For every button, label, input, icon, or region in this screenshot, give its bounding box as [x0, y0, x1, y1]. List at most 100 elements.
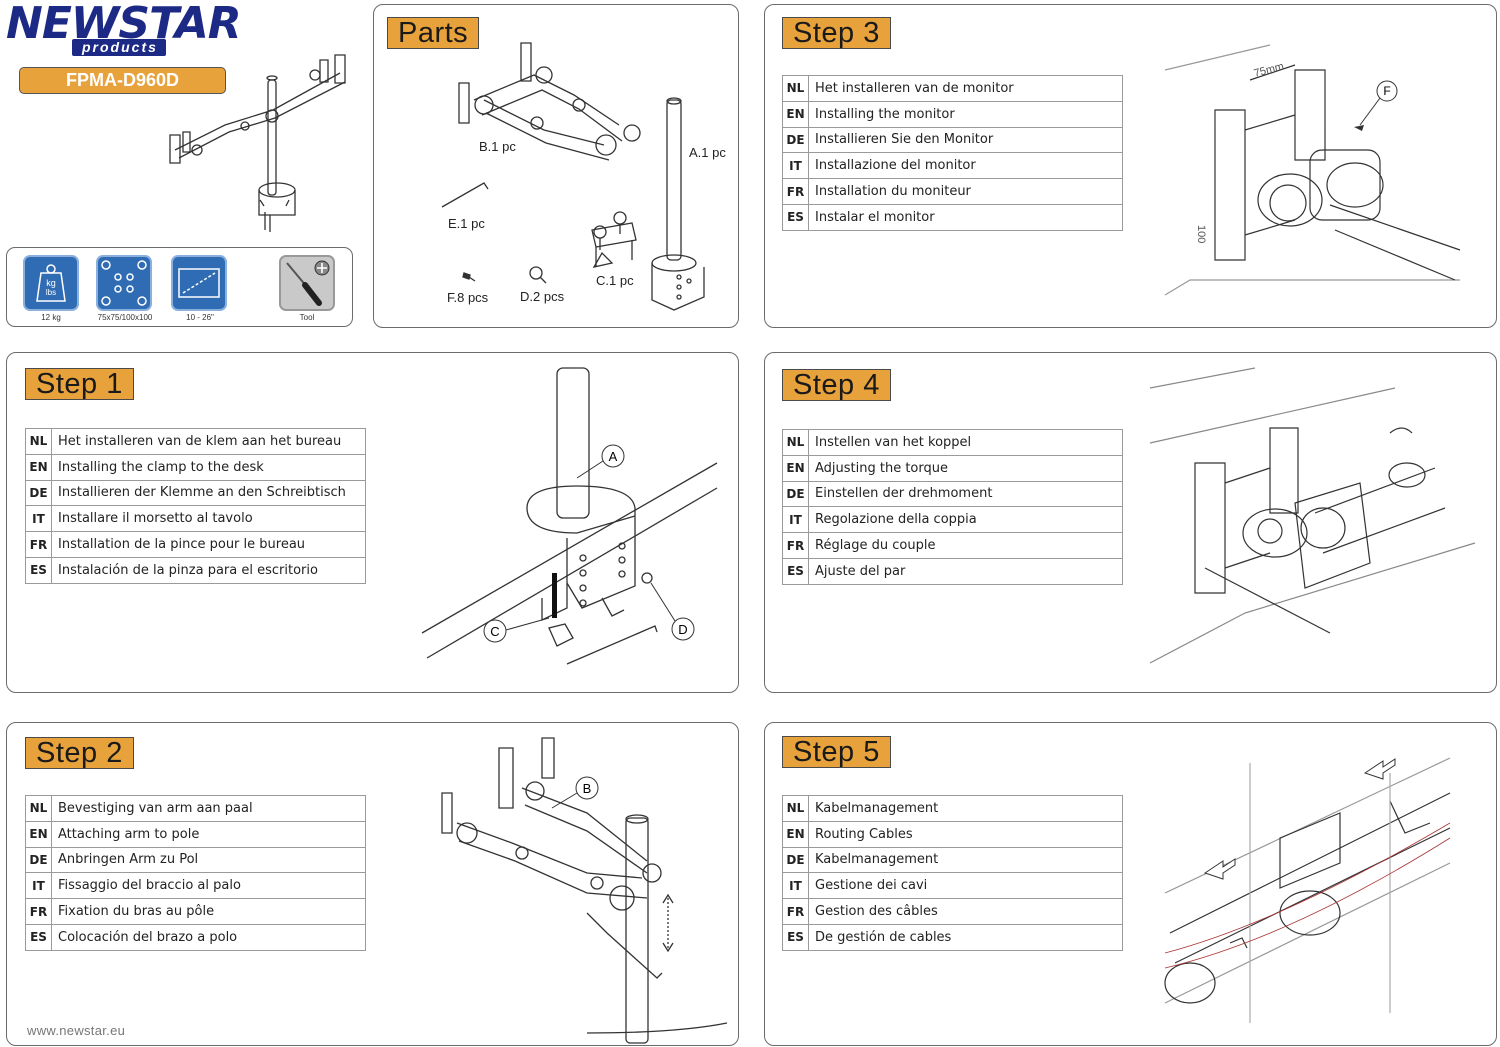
lang-code: FR	[25, 898, 52, 925]
instruction-text: Attaching arm to pole	[51, 820, 366, 848]
step-1-title: Step 1	[25, 368, 134, 400]
lang-code: FR	[25, 531, 52, 558]
step-2-title: Step 2	[25, 737, 134, 769]
lang-code: FR	[782, 898, 809, 925]
lang-code: ES	[782, 557, 809, 585]
lang-code: NL	[782, 429, 809, 456]
lang-code: EN	[782, 820, 809, 848]
lang-code: EN	[25, 820, 52, 848]
lang-code: FR	[782, 532, 809, 559]
lang-code: IT	[782, 506, 809, 534]
lang-code: NL	[782, 75, 809, 102]
callout-d: D	[678, 622, 687, 637]
dim-label-100: 100	[1195, 225, 1207, 243]
lang-code: FR	[782, 178, 809, 205]
instruction-text: Installieren Sie den Monitor	[808, 126, 1123, 154]
specifications-box: kg lbs 12 kg 75x75/100x100 10 - 26" Tool	[6, 247, 353, 327]
instruction-text: Installation de la pince pour le bureau	[51, 531, 366, 558]
parts-title: Parts	[387, 17, 480, 49]
step-2-illustration: B	[437, 733, 737, 1043]
callout-f: F	[1383, 84, 1390, 98]
lang-code: ES	[25, 556, 52, 584]
instruction-text: Het installeren van de monitor	[808, 75, 1123, 102]
part-label-d: D.2 pcs	[520, 289, 565, 304]
lang-code: IT	[25, 872, 52, 900]
lang-code: NL	[25, 795, 52, 822]
instruction-text: Kabelmanagement	[808, 846, 1123, 874]
lang-code: ES	[782, 923, 809, 951]
lang-code: NL	[782, 795, 809, 822]
vesa-pattern-icon	[96, 255, 152, 311]
instruction-text: Ajuste del par	[808, 557, 1123, 585]
part-label-e: E.1 pc	[448, 216, 485, 231]
parts-illustration	[374, 5, 739, 328]
step-4-illustration	[1145, 363, 1475, 683]
instruction-text: Regolazione della coppia	[808, 506, 1123, 534]
spec-vesa-label: 75x75/100x100	[97, 313, 153, 322]
logo-subtitle: products	[72, 39, 166, 56]
spec-screen-size-label: 10 - 26"	[186, 313, 214, 322]
lang-code: DE	[782, 846, 809, 874]
instruction-text: Het installeren van de klem aan het bure…	[51, 428, 366, 455]
instruction-text: Routing Cables	[808, 820, 1123, 848]
instruction-text: Installare il morsetto al tavolo	[51, 505, 366, 533]
lang-code: ES	[25, 923, 52, 951]
instruction-text: Réglage du couple	[808, 532, 1123, 559]
step-3-illustration: F 75mm 100	[1160, 35, 1460, 325]
instruction-text: Colocación del brazo a polo	[51, 923, 366, 951]
lang-code: DE	[782, 480, 809, 508]
instruction-text: Anbringen Arm zu Pol	[51, 846, 366, 874]
website-footer: www.newstar.eu	[27, 1023, 126, 1038]
instruction-text: Kabelmanagement	[808, 795, 1123, 822]
spec-weight-label: 12 kg	[41, 313, 61, 322]
dim-label-75mm: 75mm	[1253, 60, 1286, 80]
part-label-b: B.1 pc	[479, 139, 516, 154]
lang-code: IT	[782, 872, 809, 900]
lang-code: DE	[25, 479, 52, 507]
brand-logo: NEWSTAR products	[6, 0, 242, 58]
step-5-title: Step 5	[782, 736, 891, 768]
screwdriver-icon	[279, 255, 335, 311]
part-label-f: F.8 pcs	[447, 290, 489, 305]
svg-text:kg: kg	[46, 278, 56, 288]
lang-code: EN	[782, 454, 809, 482]
instruction-text: Instalar el monitor	[808, 203, 1123, 231]
step-3-title: Step 3	[782, 17, 891, 49]
instruction-text: Bevestiging van arm aan paal	[51, 795, 366, 822]
step-4-title: Step 4	[782, 369, 891, 401]
instruction-text: De gestión de cables	[808, 923, 1123, 951]
model-badge: FPMA-D960D	[19, 67, 226, 94]
instruction-text: Installing the clamp to the desk	[51, 453, 366, 481]
instruction-text: Installieren der Klemme an den Schreibti…	[51, 479, 366, 507]
product-overview-illustration	[165, 40, 365, 240]
instruction-text: Adjusting the torque	[808, 454, 1123, 482]
callout-b: B	[583, 781, 592, 796]
instruction-text: Fissaggio del braccio al palo	[51, 872, 366, 900]
step-1-illustration: A C D	[417, 368, 717, 688]
